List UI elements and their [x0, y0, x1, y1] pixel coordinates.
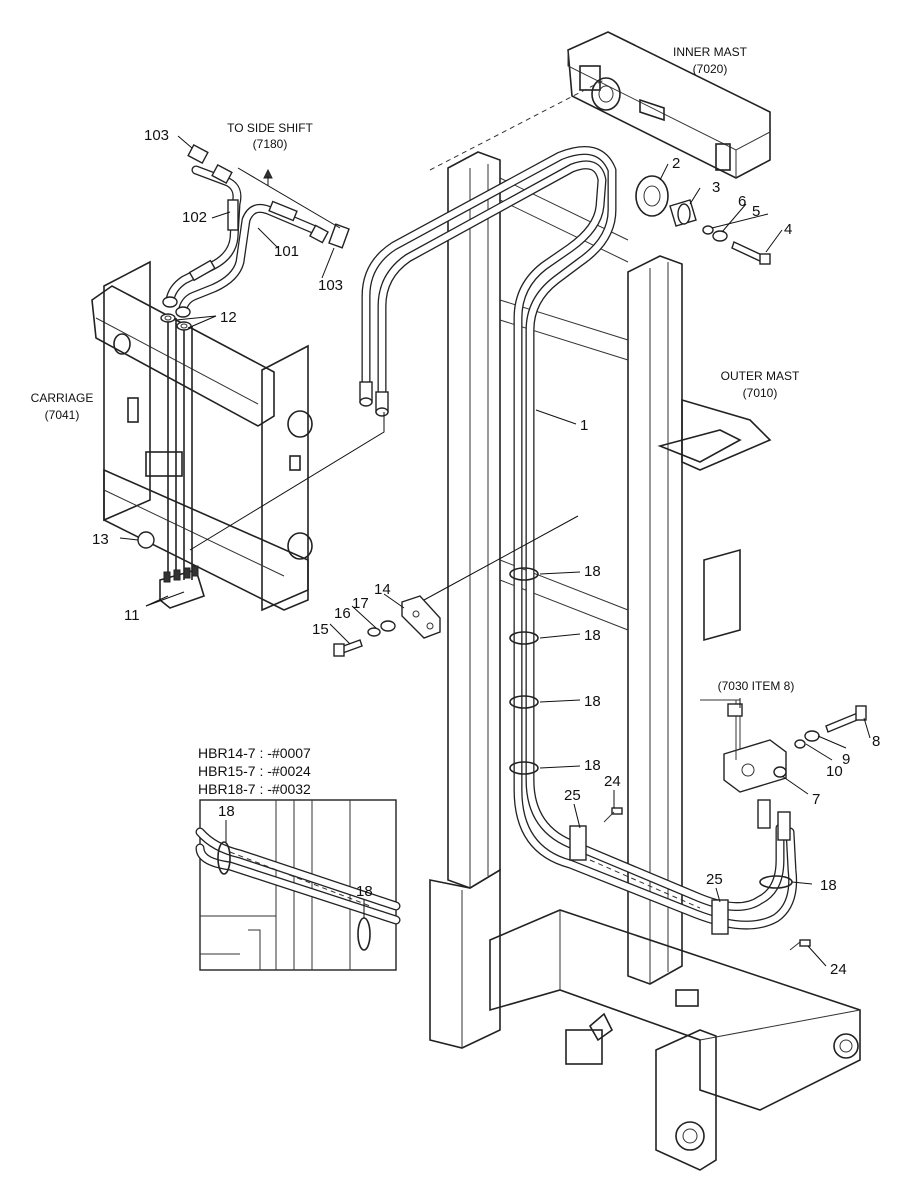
detail-tag-18b: 18	[356, 883, 373, 900]
outer-mast-title: OUTER MAST	[721, 369, 800, 383]
part-number-24b: 24	[830, 961, 847, 978]
inner-mast-crosshead	[567, 31, 771, 179]
part-number-9: 9	[842, 751, 850, 768]
detail-tag-18a: 18	[218, 803, 235, 820]
inner-mast-title: INNER MAST	[673, 45, 748, 59]
part-number-18d: 18	[584, 757, 601, 774]
hidden-lines	[429, 79, 701, 909]
side-shift-title: TO SIDE SHIFT	[227, 121, 313, 135]
carriage-hoses	[160, 143, 350, 580]
bracket-7	[723, 700, 867, 793]
detail-line-2: HBR15-7 : -#0024	[198, 763, 311, 779]
part-number-103b: 103	[318, 277, 343, 294]
carriage-title: CARRIAGE	[31, 391, 94, 405]
manifold-block	[137, 531, 205, 609]
part-number-10: 10	[826, 763, 843, 780]
carriage-code: (7041)	[45, 408, 80, 422]
part-number-7: 7	[812, 791, 820, 808]
text-labels: INNER MAST (7020) OUTER MAST (7010) CARR…	[31, 45, 881, 978]
part-number-14: 14	[374, 581, 391, 598]
detail-inset	[195, 799, 401, 971]
main-hose-assembly	[359, 145, 798, 930]
part-number-5: 5	[752, 203, 760, 220]
part-number-4: 4	[784, 221, 792, 238]
part-number-103a: 103	[144, 127, 169, 144]
part-number-102: 102	[182, 209, 207, 226]
part-number-11: 11	[124, 607, 140, 624]
sheave-assembly	[635, 175, 771, 265]
part-number-6: 6	[738, 193, 746, 210]
part-number-2: 2	[672, 155, 680, 172]
part-number-18e: 18	[820, 877, 837, 894]
detail-line-3: HBR18-7 : -#0032	[198, 781, 311, 797]
part-number-17: 17	[352, 595, 369, 612]
detail-line-1: HBR14-7 : -#0007	[198, 745, 311, 761]
side-shift-code: (7180)	[253, 137, 288, 151]
part-number-101: 101	[274, 243, 299, 260]
part-number-1: 1	[580, 417, 588, 434]
part-number-16: 16	[334, 605, 351, 622]
leader-lines	[119, 135, 871, 967]
part-number-15: 15	[312, 621, 329, 638]
part-number-3: 3	[712, 179, 720, 196]
part-number-25a: 25	[564, 787, 581, 804]
bracket-14	[333, 595, 441, 657]
part-number-25b: 25	[706, 871, 723, 888]
outer-mast	[429, 151, 861, 1171]
carriage	[91, 260, 313, 612]
ref-7030-label: (7030 ITEM 8)	[718, 679, 795, 693]
outer-mast-code: (7010)	[743, 386, 778, 400]
part-number-18a: 18	[584, 563, 601, 580]
part-number-13: 13	[92, 531, 109, 548]
part-number-18b: 18	[584, 627, 601, 644]
part-number-8: 8	[872, 733, 880, 750]
inner-mast-code: (7020)	[693, 62, 728, 76]
part-number-12: 12	[220, 309, 237, 326]
part-number-24a: 24	[604, 773, 621, 790]
part-number-18c: 18	[584, 693, 601, 710]
